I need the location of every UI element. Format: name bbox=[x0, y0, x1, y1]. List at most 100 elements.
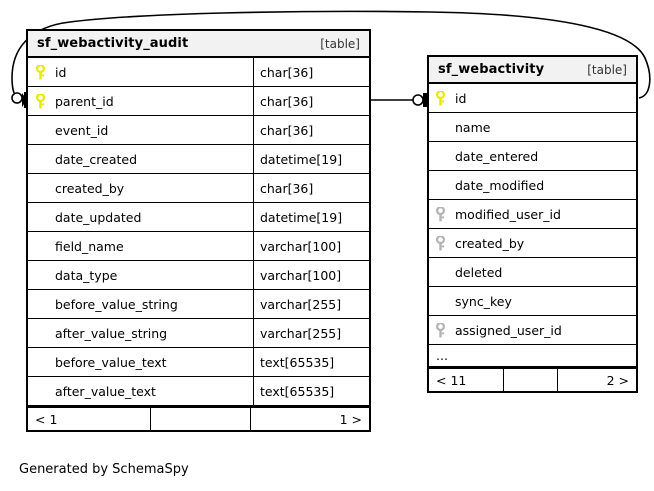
column-name: date_updated bbox=[55, 209, 142, 225]
column-type: varchar[100] bbox=[253, 232, 369, 260]
column-name: before_value_string bbox=[55, 296, 178, 312]
table-title: sf_webactivity_audit bbox=[37, 36, 189, 51]
column-name-cell: data_type bbox=[28, 261, 253, 289]
column-name-cell: event_id bbox=[28, 116, 253, 144]
pager-next-button[interactable]: 1 > bbox=[250, 408, 369, 430]
column-name: deleted bbox=[455, 264, 503, 280]
column-name: date_entered bbox=[455, 148, 539, 164]
column-name-cell: id bbox=[429, 84, 636, 112]
table-title: sf_webactivity bbox=[438, 62, 545, 77]
table-row[interactable]: date_created datetime[19] bbox=[28, 145, 369, 174]
cardinality-zero-circle-icon bbox=[412, 94, 424, 106]
column-name: name bbox=[455, 119, 491, 135]
column-name: parent_id bbox=[55, 93, 114, 109]
column-name-cell: modified_user_id bbox=[429, 200, 636, 228]
table-row[interactable]: before_value_text text[65535] bbox=[28, 348, 369, 377]
pager-prev-button[interactable]: < 1 bbox=[35, 411, 58, 427]
column-type: datetime[19] bbox=[253, 203, 369, 231]
table-row[interactable]: assigned_user_id bbox=[429, 316, 636, 345]
table-row[interactable]: modified_user_id bbox=[429, 200, 636, 229]
column-name-cell: assigned_user_id bbox=[429, 316, 636, 344]
table-row[interactable]: id bbox=[429, 84, 636, 113]
column-name: date_created bbox=[55, 151, 138, 167]
table-row[interactable]: before_value_string varchar[255] bbox=[28, 290, 369, 319]
column-name: before_value_text bbox=[55, 354, 167, 370]
column-name-cell: date_created bbox=[28, 145, 253, 173]
column-name: id bbox=[55, 64, 67, 80]
table-row[interactable]: deleted bbox=[429, 258, 636, 287]
table-header: sf_webactivity_audit [table] bbox=[28, 31, 369, 58]
foreign-key-icon bbox=[435, 206, 454, 222]
primary-key-icon bbox=[35, 64, 54, 80]
column-name-cell: date_updated bbox=[28, 203, 253, 231]
table-pager: < 1 1 > bbox=[28, 406, 369, 430]
column-type: char[36] bbox=[253, 58, 369, 86]
column-name-cell: after_value_text bbox=[28, 377, 253, 405]
column-type: char[36] bbox=[253, 87, 369, 115]
table-sf_webactivity_audit[interactable]: sf_webactivity_audit [table] id char[36] bbox=[26, 29, 371, 432]
column-type: text[65535] bbox=[253, 377, 369, 405]
column-name-cell: deleted bbox=[429, 258, 636, 286]
column-type: char[36] bbox=[253, 116, 369, 144]
column-type: varchar[100] bbox=[253, 261, 369, 289]
column-name: created_by bbox=[455, 235, 525, 251]
column-type: datetime[19] bbox=[253, 145, 369, 173]
table-row[interactable]: date_modified bbox=[429, 171, 636, 200]
column-name: after_value_string bbox=[55, 325, 168, 341]
column-name: modified_user_id bbox=[455, 206, 561, 222]
column-type: text[65535] bbox=[253, 348, 369, 376]
table-row[interactable]: parent_id char[36] bbox=[28, 87, 369, 116]
column-type: char[36] bbox=[253, 174, 369, 202]
column-name: event_id bbox=[55, 122, 109, 138]
pager-next-button[interactable]: 2 > bbox=[557, 369, 636, 391]
table-header: sf_webactivity [table] bbox=[429, 57, 636, 84]
diagram-caption: Generated by SchemaSpy bbox=[19, 462, 189, 477]
table-sf_webactivity[interactable]: sf_webactivity [table] id name bbox=[427, 55, 638, 393]
table-row[interactable]: after_value_string varchar[255] bbox=[28, 319, 369, 348]
column-name: after_value_text bbox=[55, 383, 156, 399]
primary-key-icon bbox=[435, 90, 454, 106]
table-kind-label: [table] bbox=[320, 36, 360, 51]
column-name: created_by bbox=[55, 180, 125, 196]
pager-middle-cell bbox=[150, 408, 250, 430]
column-name-cell: name bbox=[429, 113, 636, 141]
table-row[interactable]: date_updated datetime[19] bbox=[28, 203, 369, 232]
foreign-key-icon bbox=[435, 235, 454, 251]
column-name-cell: date_modified bbox=[429, 171, 636, 199]
foreign-key-icon bbox=[435, 322, 454, 338]
column-name: data_type bbox=[55, 267, 118, 283]
truncated-columns-indicator: ... bbox=[429, 345, 636, 367]
table-row[interactable]: created_by char[36] bbox=[28, 174, 369, 203]
table-row[interactable]: field_name varchar[100] bbox=[28, 232, 369, 261]
table-kind-label: [table] bbox=[587, 62, 627, 77]
table-pager: < 11 2 > bbox=[429, 367, 636, 391]
column-type: varchar[255] bbox=[253, 290, 369, 318]
column-name-cell: created_by bbox=[429, 229, 636, 257]
relationship-audit-parent-to-webactivity-id bbox=[371, 93, 427, 107]
column-name-cell: before_value_string bbox=[28, 290, 253, 318]
table-row[interactable]: name bbox=[429, 113, 636, 142]
column-name-cell: id bbox=[28, 58, 253, 86]
column-name: assigned_user_id bbox=[455, 322, 562, 338]
pager-prev-button[interactable]: < 11 bbox=[436, 372, 467, 388]
pager-middle-cell bbox=[503, 369, 557, 391]
column-name-cell: sync_key bbox=[429, 287, 636, 315]
column-name-cell: created_by bbox=[28, 174, 253, 202]
column-type: varchar[255] bbox=[253, 319, 369, 347]
table-row[interactable]: after_value_text text[65535] bbox=[28, 377, 369, 406]
column-name: sync_key bbox=[455, 293, 512, 309]
primary-key-icon bbox=[35, 93, 54, 109]
column-name: field_name bbox=[55, 238, 124, 254]
table-row[interactable]: date_entered bbox=[429, 142, 636, 171]
column-name-cell: date_entered bbox=[429, 142, 636, 170]
column-name: id bbox=[455, 90, 467, 106]
cardinality-zero-circle-icon bbox=[11, 92, 23, 104]
column-name-cell: before_value_text bbox=[28, 348, 253, 376]
table-row[interactable]: data_type varchar[100] bbox=[28, 261, 369, 290]
column-name: date_modified bbox=[455, 177, 545, 193]
table-row[interactable]: event_id char[36] bbox=[28, 116, 369, 145]
table-row[interactable]: created_by bbox=[429, 229, 636, 258]
table-row[interactable]: sync_key bbox=[429, 287, 636, 316]
table-row[interactable]: id char[36] bbox=[28, 58, 369, 87]
